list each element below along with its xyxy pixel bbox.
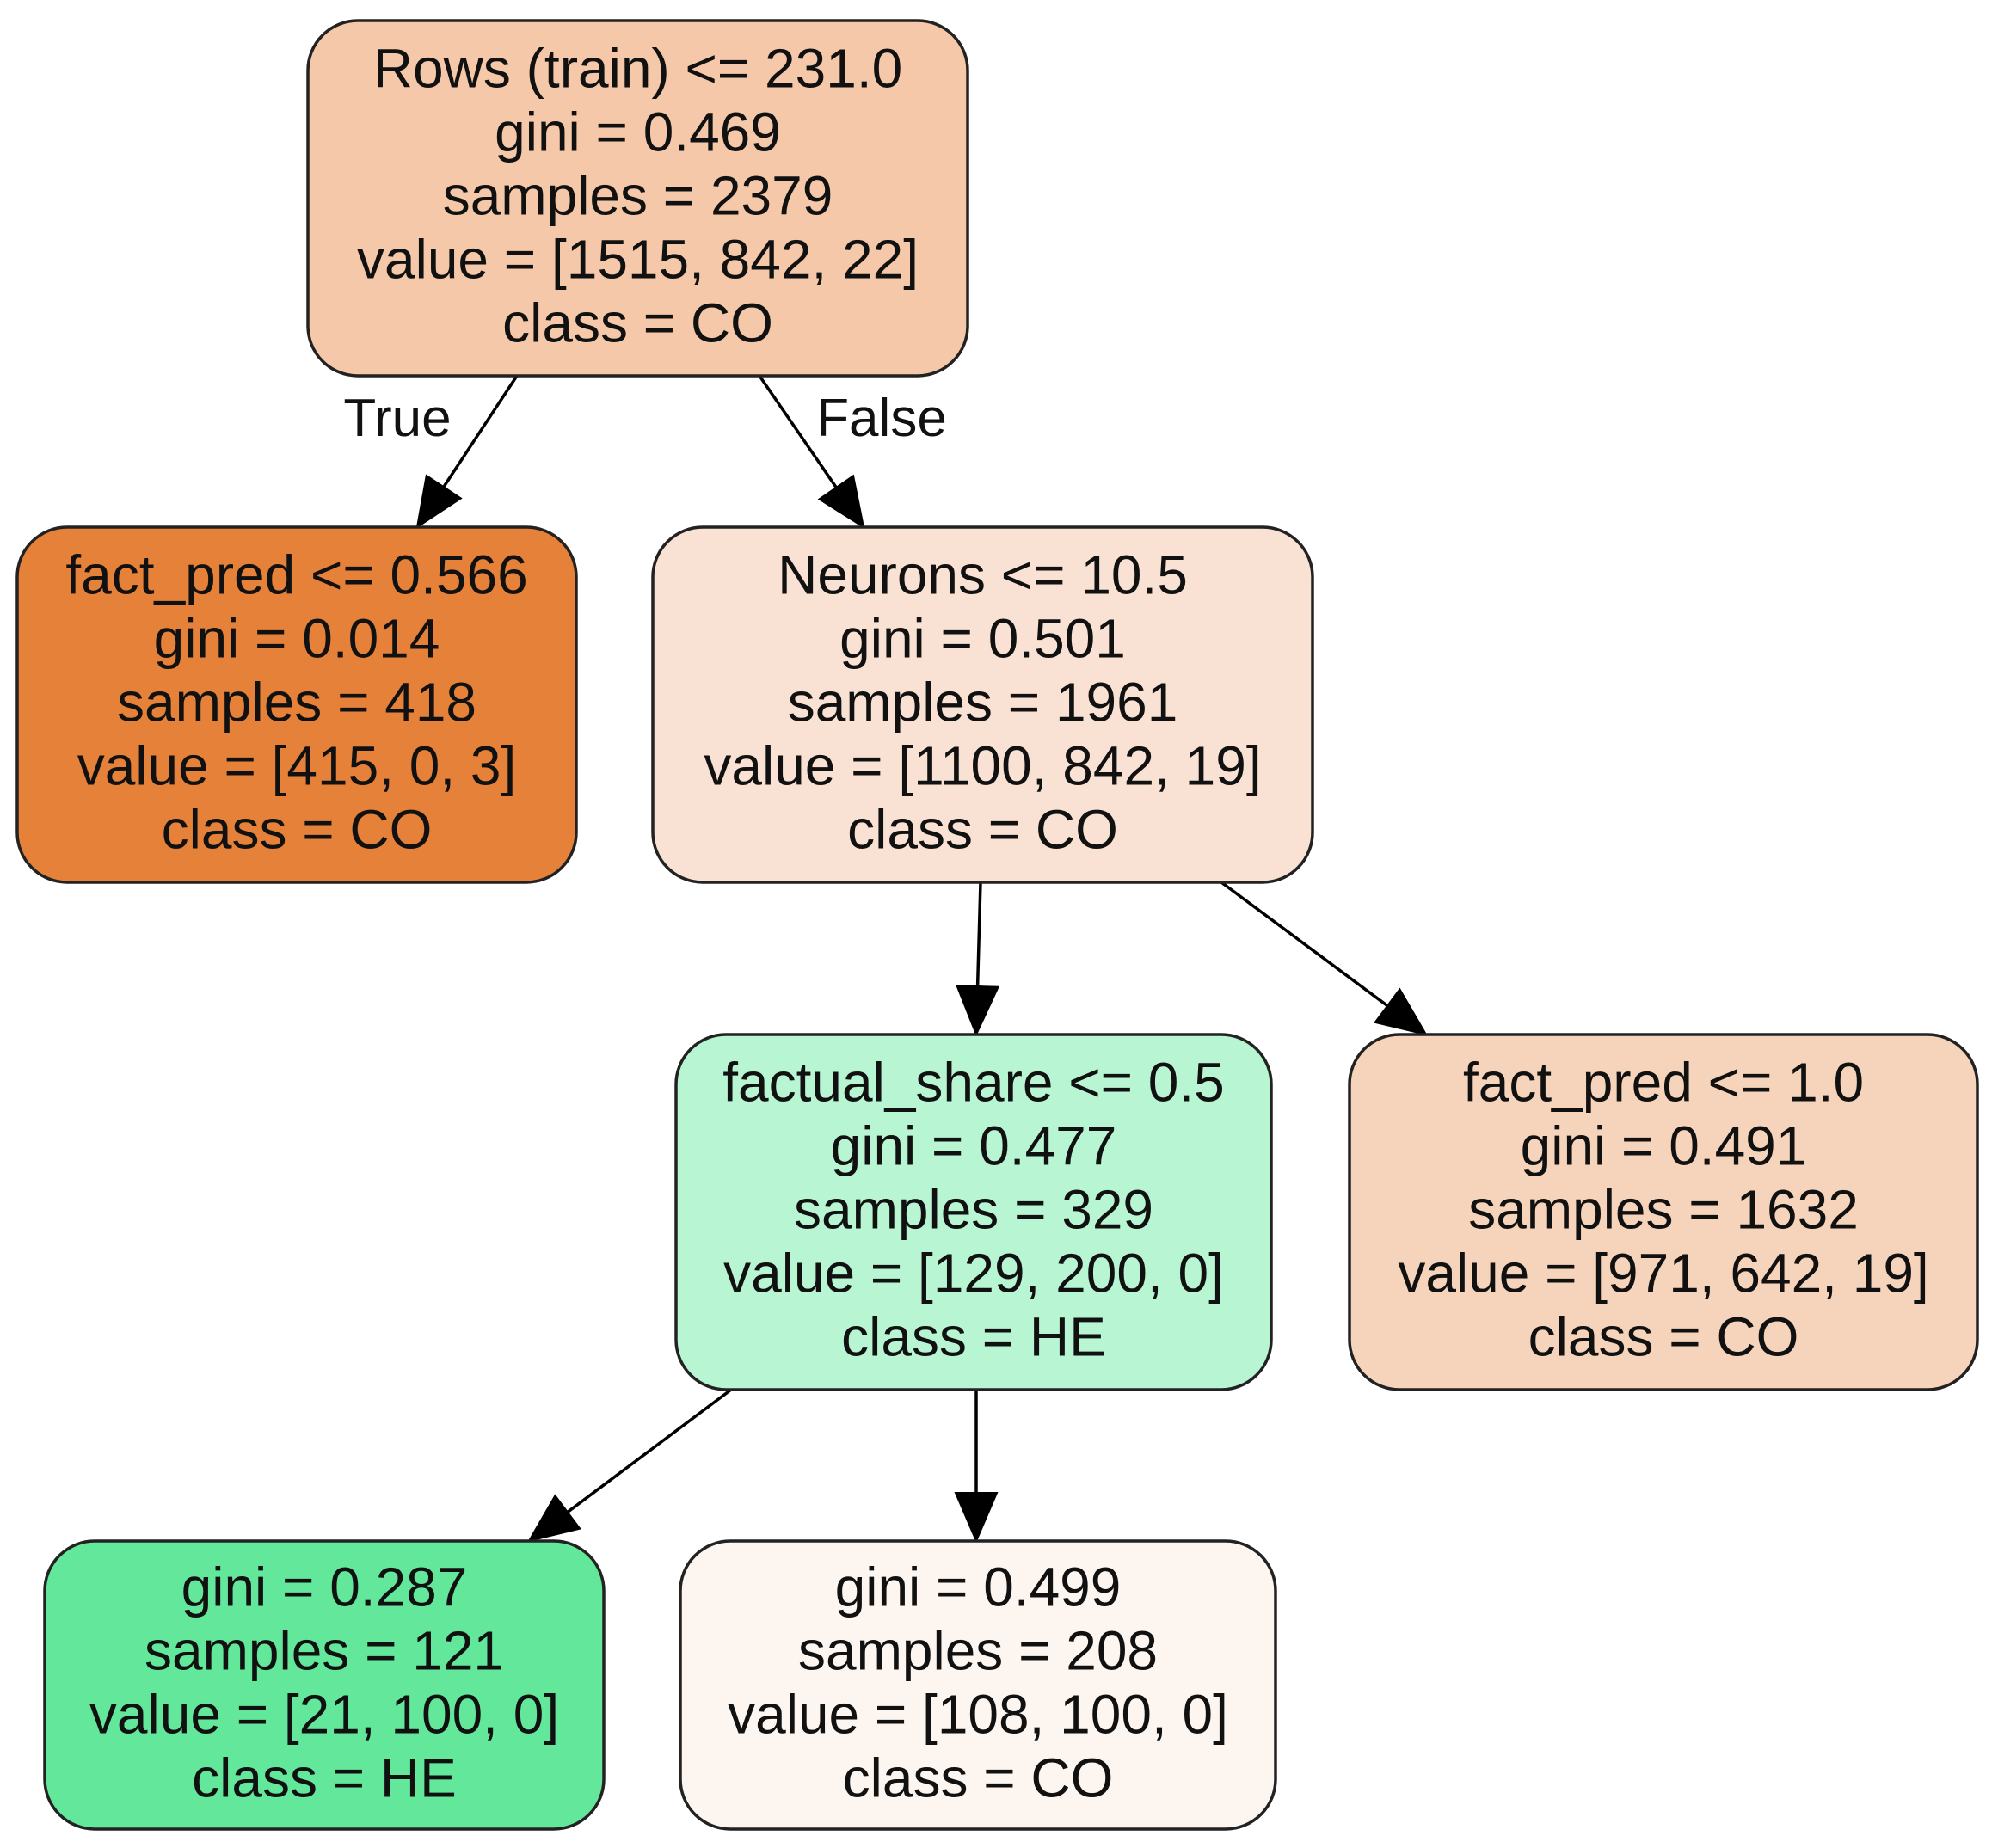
node-gini: gini = 0.501 xyxy=(839,608,1126,670)
node-gini: gini = 0.287 xyxy=(181,1556,468,1618)
edge-label-false: False xyxy=(816,389,947,448)
edge-root-to-left xyxy=(442,375,519,488)
node-split-condition: Neurons <= 10.5 xyxy=(778,544,1188,606)
node-split-condition: fact_pred <= 0.566 xyxy=(65,544,527,606)
node-samples: samples = 2379 xyxy=(443,165,833,227)
node-box xyxy=(674,1033,1273,1391)
node-value: value = [971, 642, 19] xyxy=(1398,1243,1928,1305)
node-class: class = HE xyxy=(192,1747,457,1809)
arrowhead-root-to-right xyxy=(817,474,865,530)
node-gini: gini = 0.491 xyxy=(1521,1115,1807,1177)
node-samples: samples = 1632 xyxy=(1468,1179,1859,1241)
node-value: value = [1100, 842, 19] xyxy=(704,735,1261,797)
node-class: class = CO xyxy=(502,292,773,354)
node-samples: samples = 1961 xyxy=(788,672,1178,734)
node-class: class = CO xyxy=(843,1747,1114,1809)
arrowhead-root-to-left xyxy=(415,474,463,530)
node-class: class = CO xyxy=(1528,1306,1799,1368)
node-split-condition: factual_share <= 0.5 xyxy=(722,1052,1225,1114)
node-value: value = [129, 200, 0] xyxy=(723,1243,1224,1305)
node-split-condition: fact_pred <= 1.0 xyxy=(1463,1052,1864,1114)
edge-root-to-right xyxy=(758,375,838,488)
arrowhead-right-left-to-rl-right xyxy=(954,1492,999,1544)
node-class: class = CO xyxy=(847,799,1118,861)
node-box xyxy=(306,19,969,378)
node-value: value = [108, 100, 0] xyxy=(728,1684,1228,1746)
node-box xyxy=(43,1539,606,1831)
edge-label-true: True xyxy=(343,389,451,448)
node-gini: gini = 0.469 xyxy=(495,101,781,163)
node-class: class = HE xyxy=(841,1306,1106,1368)
node-box xyxy=(651,525,1314,884)
node-box xyxy=(15,525,578,884)
node-value: value = [415, 0, 3] xyxy=(77,735,517,797)
node-class: class = CO xyxy=(162,799,433,861)
node-samples: samples = 208 xyxy=(798,1620,1158,1682)
node-gini: gini = 0.499 xyxy=(835,1556,1122,1618)
node-box xyxy=(1348,1033,1979,1391)
arrowhead-right-to-right-right xyxy=(1374,987,1429,1036)
node-split-condition: Rows (train) <= 231.0 xyxy=(373,38,902,100)
node-box xyxy=(679,1539,1277,1831)
edges-layer: True False xyxy=(343,375,1429,1544)
node-samples: samples = 329 xyxy=(794,1179,1153,1241)
arrowhead-right-left-to-rl-left xyxy=(526,1494,581,1543)
edge-right-left-to-rl-left xyxy=(566,1388,733,1513)
arrowhead-right-to-right-left xyxy=(956,985,1000,1037)
node-value: value = [1515, 842, 22] xyxy=(357,229,919,291)
edge-right-to-right-left xyxy=(975,881,982,987)
node-gini: gini = 0.014 xyxy=(154,608,440,670)
node-samples: samples = 121 xyxy=(144,1620,504,1682)
node-value: value = [21, 100, 0] xyxy=(89,1684,559,1746)
edge-right-to-right-right xyxy=(1220,881,1389,1007)
node-samples: samples = 418 xyxy=(117,672,476,734)
node-gini: gini = 0.477 xyxy=(831,1115,1117,1177)
